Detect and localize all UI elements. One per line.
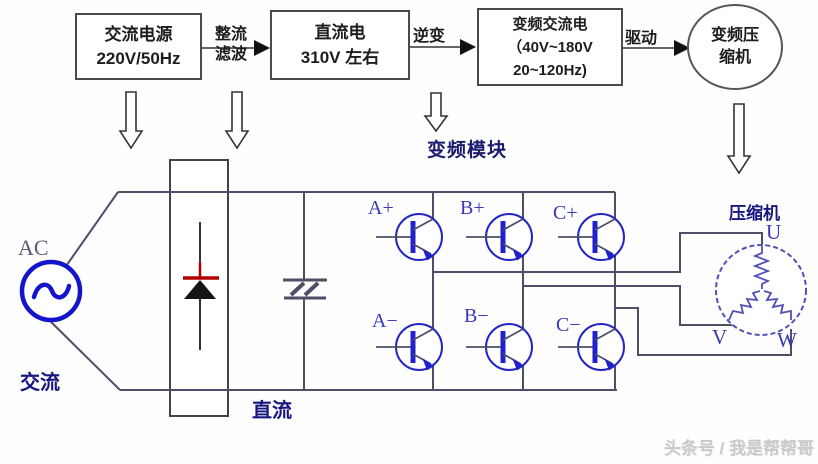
flow-box-ac-power-line2: 220V/50Hz [96,48,181,68]
down-arrow-2 [224,91,250,150]
flow-box-ac-power: 交流电源 220V/50Hz [75,13,202,80]
down-arrow-4 [726,103,752,175]
phase-b-output-wire [523,285,734,326]
drive-label: 驱动 [625,30,658,47]
down-arrow-3 [423,92,449,133]
flow-box-vf-ac: 变频交流电 （40V~180V 20~120Hz) [477,8,623,86]
compressor-label: 压缩机 [729,204,780,223]
flow-arrows [202,39,690,56]
flow-arrowhead-3 [674,40,690,56]
down-arrow-1 [118,91,144,150]
dc-chinese-label: 直流 [252,400,292,422]
motor-terminal-w: W [777,328,797,352]
transistor-label-a-minus: A− [372,310,398,332]
inverter-module-label: 变频模块 [427,140,508,161]
motor-windings [728,246,792,321]
flow-box-ac-power-line1: 交流电源 [104,24,173,44]
rectify-label-line1: 整流 [214,26,247,43]
transistor-b-minus [466,324,532,371]
flow-box-vf-ac-line1: 变频交流电 [512,15,588,33]
transistor-label-b-minus: B− [464,305,489,327]
flow-node-compressor-line1: 变频压 [710,27,759,44]
transistor-b-plus [466,214,532,261]
transistor-label-b-plus: B+ [460,197,485,219]
phase-c-output-wire [615,307,792,356]
flow-arrowhead-2 [460,39,476,55]
flow-box-dc-line2: 310V 左右 [300,48,380,67]
flow-node-compressor-line2: 缩机 [718,49,751,66]
motor-terminal-u: U [766,220,782,244]
ac-upper-diagonal-wire [63,191,119,270]
watermark: 头条号 / 我是帮帮哥 [663,439,814,458]
flow-box-vf-ac-line3: 20~120Hz) [513,61,587,79]
flow-box-vf-ac-line2: （40V~180V [507,38,593,56]
motor-symbol [715,244,807,336]
transistor-label-a-plus: A+ [368,197,394,219]
down-arrows [118,91,752,175]
transistor-label-c-plus: C+ [553,202,578,224]
transistor-a-plus [376,214,442,261]
rectify-label-line2: 滤波 [214,46,247,63]
motor-terminal-v: V [712,325,728,349]
flow-box-dc: 直流电 310V 左右 [270,10,410,80]
ac-lower-diagonal-wire [45,316,121,391]
invert-label: 逆变 [413,28,446,45]
transistor-label-c-minus: C− [556,314,581,336]
ac-source-symbol [19,259,83,323]
flow-node-compressor: 变频压 缩机 [687,4,783,90]
capacitor-symbol [283,278,327,300]
flow-box-dc-line1: 直流电 [314,23,366,42]
ac-label: AC [18,235,49,260]
rectify-filter-label: 整流 滤波 [206,25,256,65]
ac-chinese-label: 交流 [20,372,60,394]
diode-symbol [183,222,219,350]
phase-a-output-wire [433,232,763,273]
flow-arrowhead-1 [254,40,270,56]
